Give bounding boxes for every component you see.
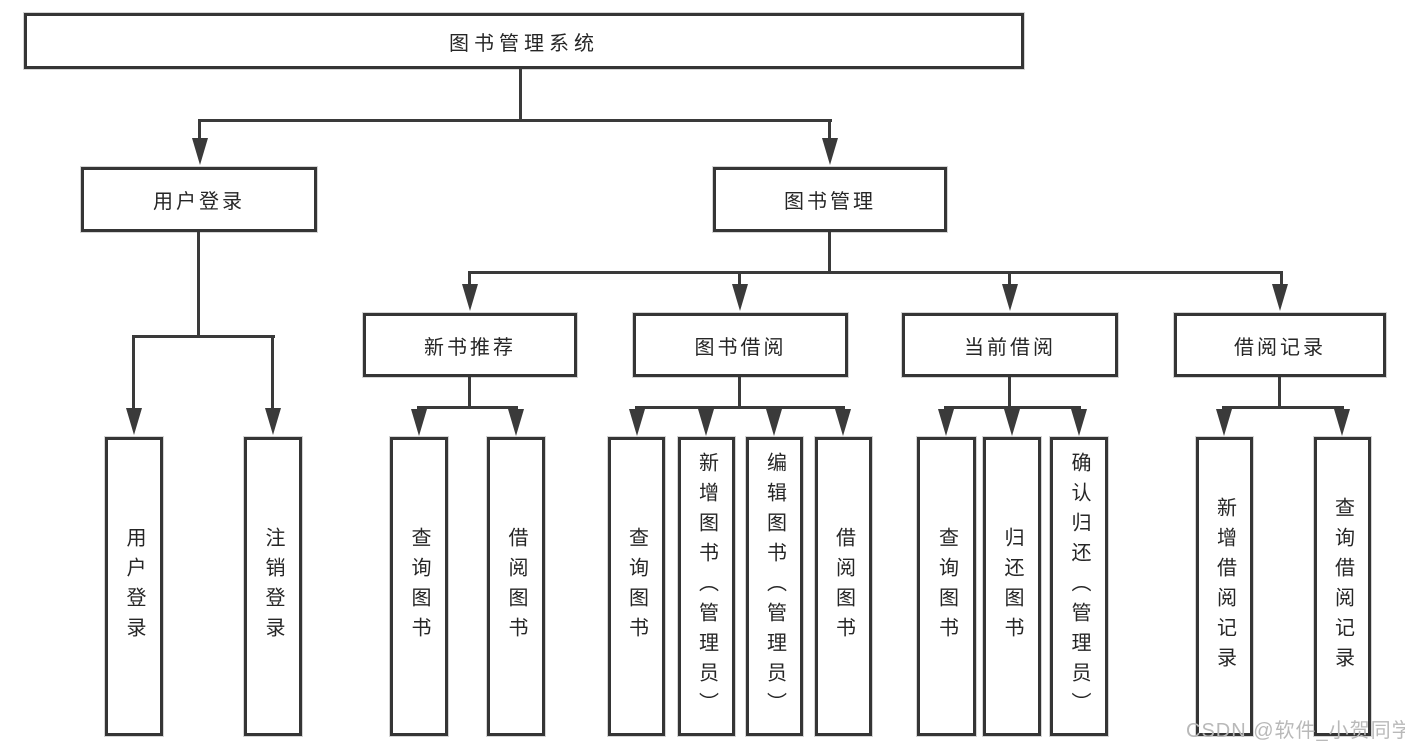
arrowhead-down-icon bbox=[732, 284, 748, 311]
edge-drop-book-borrow bbox=[738, 271, 741, 287]
edge-root-stem bbox=[519, 68, 522, 122]
arrowhead-down-icon bbox=[462, 284, 478, 311]
leaf-logout: 注销登录 bbox=[244, 437, 302, 736]
edge-borrow-records-split bbox=[1222, 406, 1344, 409]
leaf-borrow-add-admin: 新增图书（管理员） bbox=[678, 437, 735, 736]
arrowhead-down-icon bbox=[1334, 409, 1350, 436]
arrowhead-down-icon bbox=[126, 408, 142, 435]
arrowhead-down-icon bbox=[1216, 409, 1232, 436]
node-user-login: 用户登录 bbox=[81, 167, 317, 232]
edge-drop-book-mgmt bbox=[828, 119, 831, 142]
edge-new-books-stem bbox=[468, 377, 471, 409]
leaf-records-add: 新增借阅记录 bbox=[1196, 437, 1253, 736]
arrowhead-down-icon bbox=[1002, 284, 1018, 311]
leaf-current-return: 归还图书 bbox=[983, 437, 1041, 736]
leaf-newbooks-query: 查询图书 bbox=[390, 437, 448, 736]
edge-root-branch bbox=[198, 119, 832, 122]
arrowhead-down-icon bbox=[629, 409, 645, 436]
arrowhead-down-icon bbox=[766, 409, 782, 436]
arrowhead-down-icon bbox=[1071, 409, 1087, 436]
edge-user-login-stem bbox=[197, 232, 200, 337]
leaf-borrow-book: 借阅图书 bbox=[815, 437, 872, 736]
edge-drop-logout bbox=[271, 335, 274, 411]
arrowhead-down-icon bbox=[1272, 284, 1288, 311]
edge-book-mgmt-branch bbox=[468, 271, 1283, 274]
edge-borrow-records-stem bbox=[1278, 377, 1281, 409]
leaf-user-login: 用户登录 bbox=[105, 437, 163, 736]
node-borrow-records: 借阅记录 bbox=[1174, 313, 1386, 377]
node-book-borrow: 图书借阅 bbox=[633, 313, 848, 377]
leaf-records-query: 查询借阅记录 bbox=[1314, 437, 1371, 736]
edge-current-borrow-split bbox=[944, 406, 1081, 409]
arrowhead-down-icon bbox=[822, 138, 838, 165]
edge-book-borrow-stem bbox=[738, 377, 741, 409]
leaf-borrow-edit-admin: 编辑图书（管理员） bbox=[746, 437, 803, 736]
edge-new-books-split bbox=[417, 406, 518, 409]
leaf-borrow-query: 查询图书 bbox=[608, 437, 665, 736]
arrowhead-down-icon bbox=[411, 409, 427, 436]
arrowhead-down-icon bbox=[698, 409, 714, 436]
edge-user-login-split bbox=[132, 335, 275, 338]
edge-current-borrow-stem bbox=[1008, 377, 1011, 409]
arrowhead-down-icon bbox=[508, 409, 524, 436]
edge-drop-current-borrow bbox=[1008, 271, 1011, 287]
edge-drop-new-books bbox=[468, 271, 471, 287]
edge-book-mgmt-stem bbox=[828, 232, 831, 273]
leaf-newbooks-borrow: 借阅图书 bbox=[487, 437, 545, 736]
node-root: 图书管理系统 bbox=[24, 13, 1024, 69]
arrowhead-down-icon bbox=[938, 409, 954, 436]
node-book-mgmt: 图书管理 bbox=[713, 167, 947, 232]
arrowhead-down-icon bbox=[192, 138, 208, 165]
node-new-books: 新书推荐 bbox=[363, 313, 577, 377]
edge-drop-borrow-records bbox=[1280, 271, 1283, 287]
leaf-current-confirm-return-admin: 确认归还（管理员） bbox=[1050, 437, 1108, 736]
arrowhead-down-icon bbox=[835, 409, 851, 436]
edge-drop-user-login bbox=[198, 119, 201, 142]
node-current-borrow: 当前借阅 bbox=[902, 313, 1118, 377]
arrowhead-down-icon bbox=[1004, 409, 1020, 436]
csdn-watermark: CSDN @软件_小贺同学 bbox=[1186, 720, 1405, 742]
arrowhead-down-icon bbox=[265, 408, 281, 435]
edge-drop-login bbox=[132, 335, 135, 411]
edge-book-borrow-split bbox=[635, 406, 845, 409]
leaf-current-query: 查询图书 bbox=[917, 437, 976, 736]
